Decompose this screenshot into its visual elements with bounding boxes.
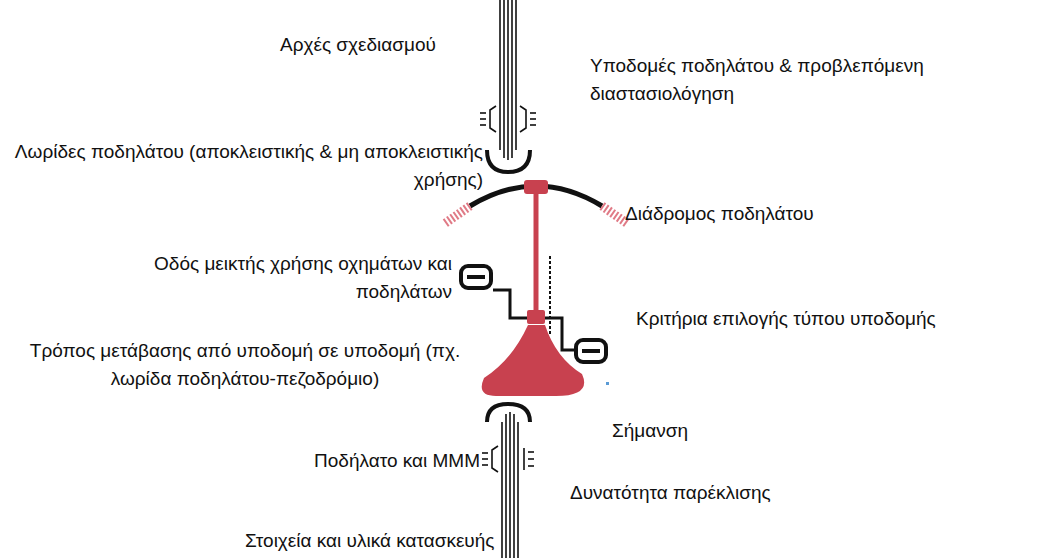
bottom-bracket [527,310,545,324]
text-label: Στοιχεία και υλικά κατασκευής [245,527,494,555]
front-brake-symbol [480,106,536,132]
rear-fork [487,404,530,422]
right-pedal-bar [582,349,600,353]
right-grip [602,206,628,224]
text-label: Διάδρομος ποδηλάτου [625,200,814,228]
stem [534,194,539,312]
text-label: Οδός μεικτής χρήσης οχημάτων και ποδηλάτ… [137,250,452,306]
left-grip [444,206,470,224]
rear-wheel [502,412,518,558]
text-label: Υποδομές ποδηλάτου & προβλεπόμενη διαστα… [590,52,1030,108]
text-label: Σήμανση [612,417,688,445]
right-pedal [576,340,606,362]
left-pedal-bar [467,275,485,279]
front-fork [487,150,530,172]
text-label: Λωρίδες ποδηλάτου (αποκλειστικής & μη απ… [13,138,483,194]
left-pedal [461,266,491,288]
headset [524,180,548,194]
text-label: Δυνατότητα παρέκλισης [570,479,771,507]
text-label: Κριτήρια επιλογής τύπου υποδομής [636,305,936,333]
text-label: Ποδήλατο και ΜΜΜ [200,447,480,475]
text-label: Αρχές σχεδιασμού [280,31,436,59]
text-label: Τρόπος μετάβασης από υποδομή σε υποδομή … [25,337,465,393]
dashed-line [549,256,551,336]
left-crank [493,290,528,318]
front-wheel [500,0,516,160]
dot [606,382,609,385]
saddle [482,325,584,396]
rear-brake-symbol [482,446,534,472]
